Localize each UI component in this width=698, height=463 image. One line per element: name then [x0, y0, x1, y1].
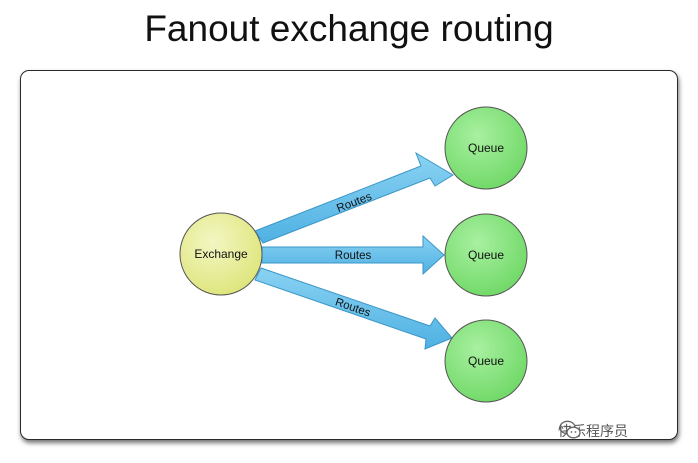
queue-node-bottom: Queue	[444, 319, 528, 403]
queue-node-top: Queue	[444, 106, 528, 190]
diagram-title: Fanout exchange routing	[144, 8, 554, 49]
queue-label-top: Queue	[468, 141, 504, 155]
queue-label-bottom: Queue	[468, 354, 504, 368]
route-arrow-top	[254, 151, 454, 244]
wechat-logo-icon	[559, 420, 581, 439]
exchange-node: Exchange	[179, 212, 263, 296]
route-label-middle: Routes	[335, 250, 372, 262]
watermark: 快乐程序员	[558, 418, 628, 444]
route-arrow-middle	[261, 234, 445, 276]
queue-node-middle: Queue	[444, 213, 528, 297]
route-arrow-bottom	[254, 267, 453, 350]
queue-label-middle: Queue	[468, 248, 504, 262]
exchange-label: Exchange	[194, 247, 248, 261]
